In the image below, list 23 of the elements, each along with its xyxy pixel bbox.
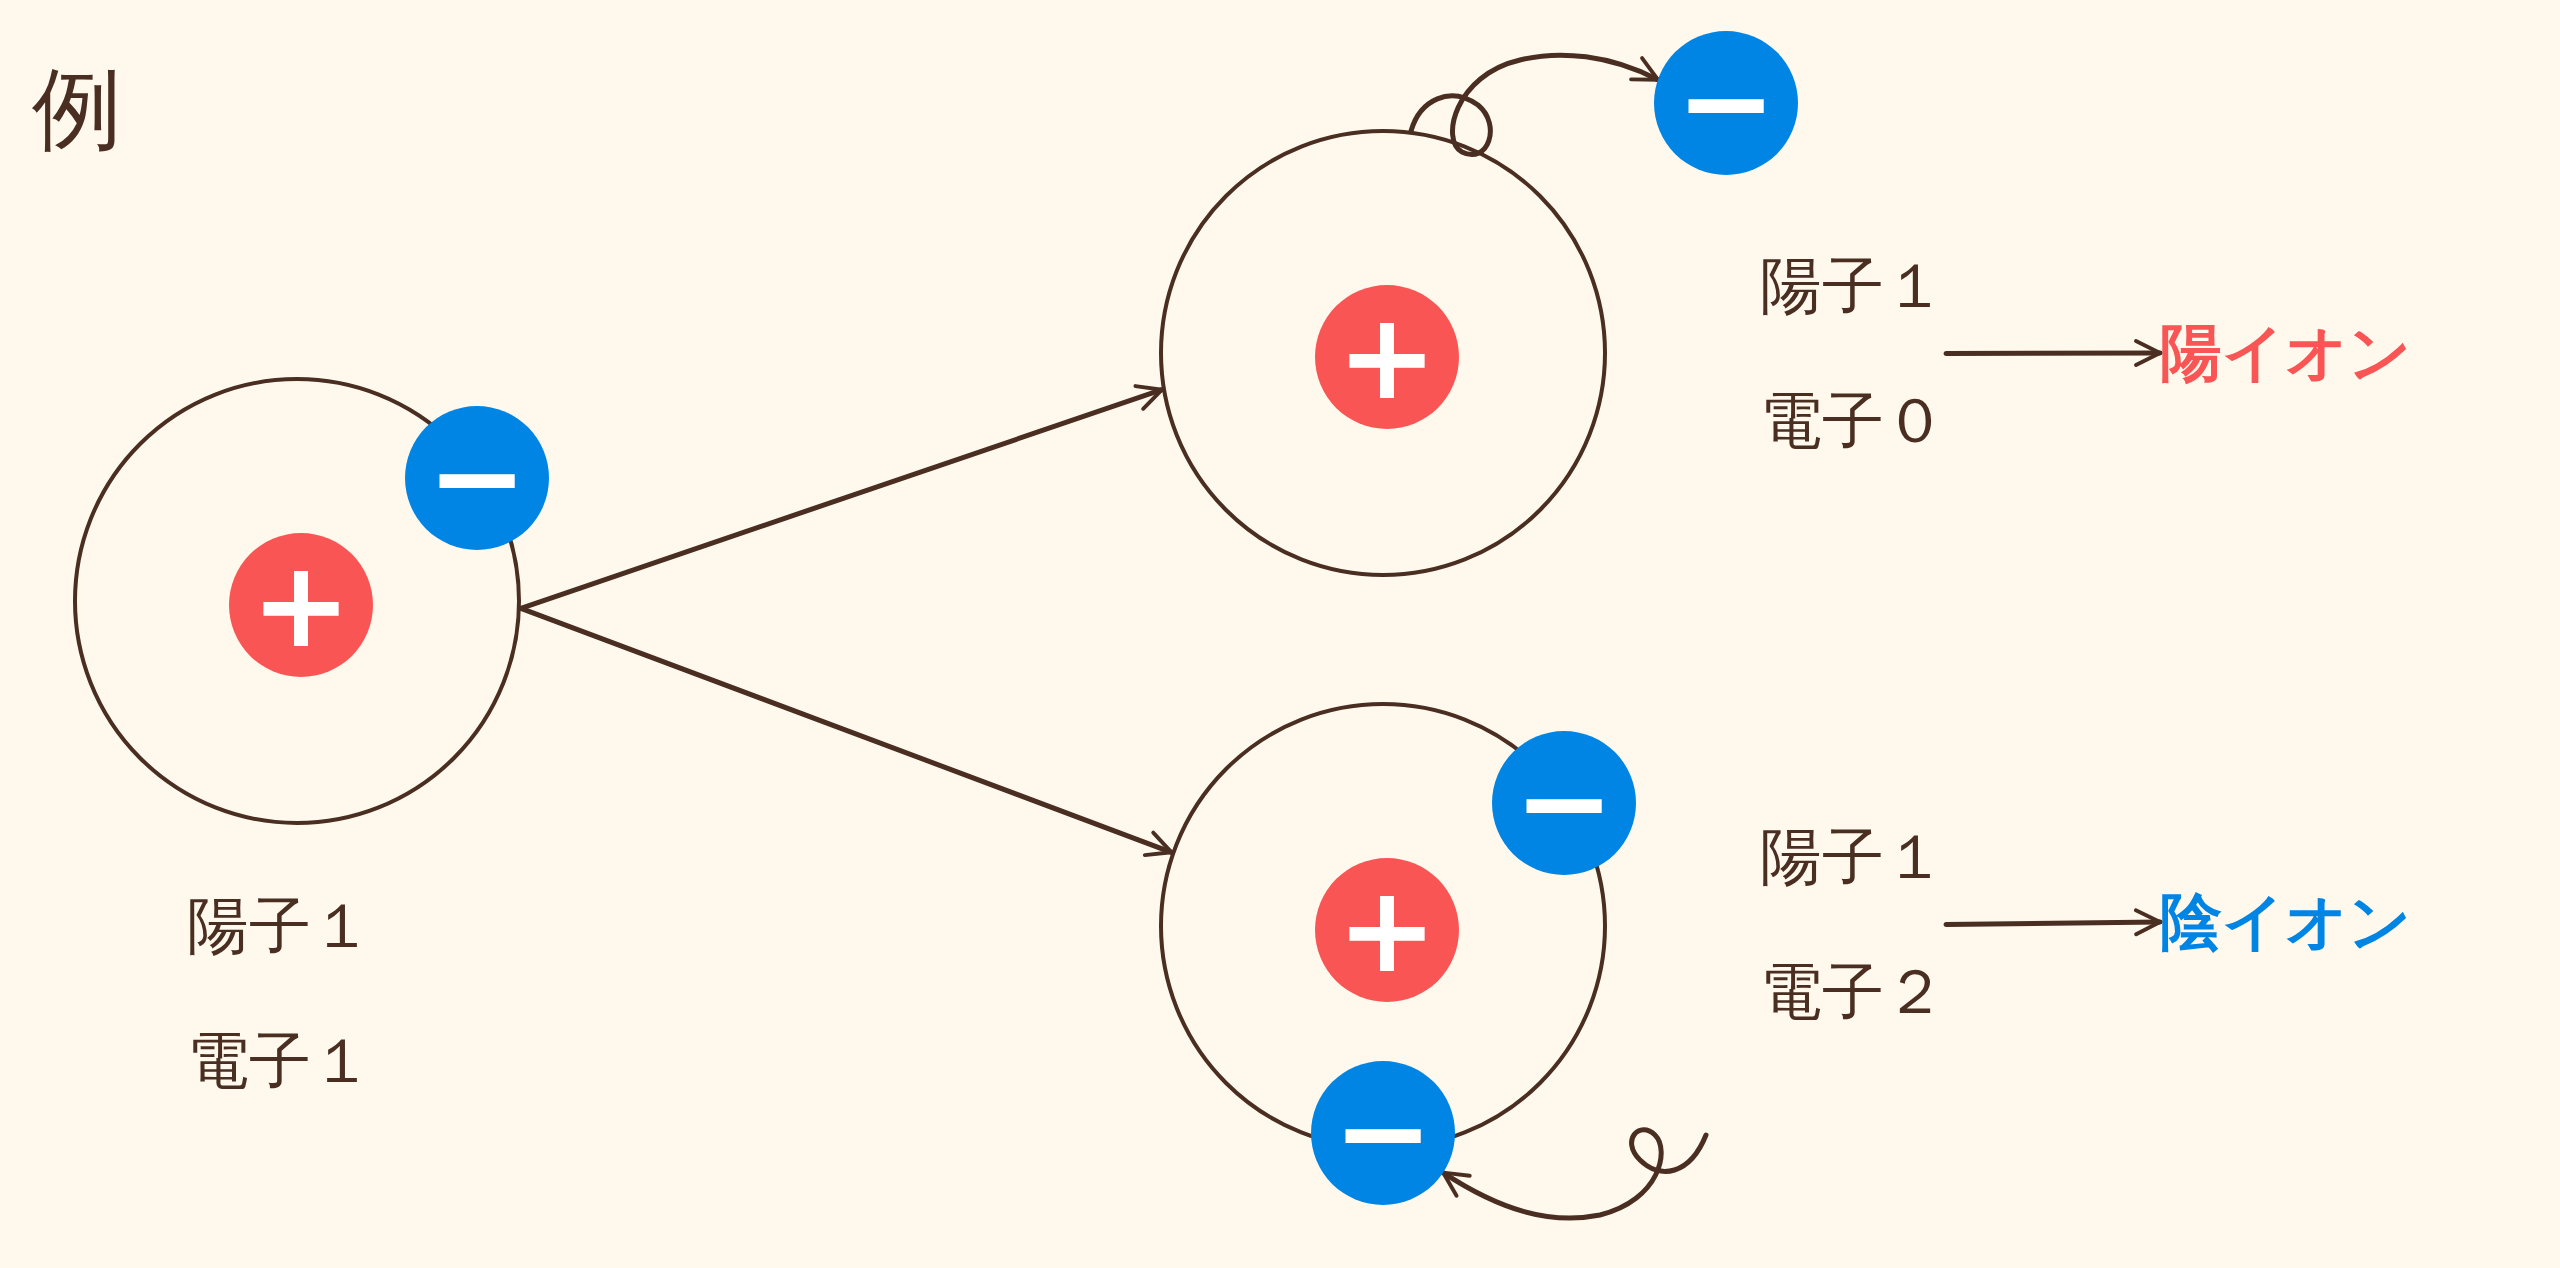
ion-label: 陽イオン — [2160, 322, 2411, 384]
count-label: 陽子１ — [1760, 255, 1946, 317]
arrow — [1943, 339, 2163, 367]
count-label: 陽子１ — [1760, 826, 1946, 888]
arrow — [518, 384, 1165, 611]
arrow — [518, 605, 1174, 858]
electron-circle: − — [1492, 731, 1636, 875]
proton-circle: + — [1315, 858, 1459, 1002]
arrow — [1943, 908, 2163, 937]
count-label: 電子０ — [1760, 390, 1946, 452]
count-label: 陽子１ — [187, 895, 373, 957]
proton-circle: + — [1315, 285, 1459, 429]
electron-circle: − — [1654, 31, 1798, 175]
proton-circle: + — [229, 533, 373, 677]
title: 例 — [32, 64, 122, 154]
electron-circle: − — [405, 406, 549, 550]
electron-circle: − — [1311, 1061, 1455, 1205]
count-label: 電子２ — [1760, 961, 1946, 1023]
ion-label: 陰イオン — [2160, 891, 2411, 953]
arrow — [1440, 1127, 1709, 1221]
atom-circle — [1159, 129, 1607, 577]
arrow — [1408, 52, 1661, 157]
count-label: 電子１ — [187, 1030, 373, 1092]
